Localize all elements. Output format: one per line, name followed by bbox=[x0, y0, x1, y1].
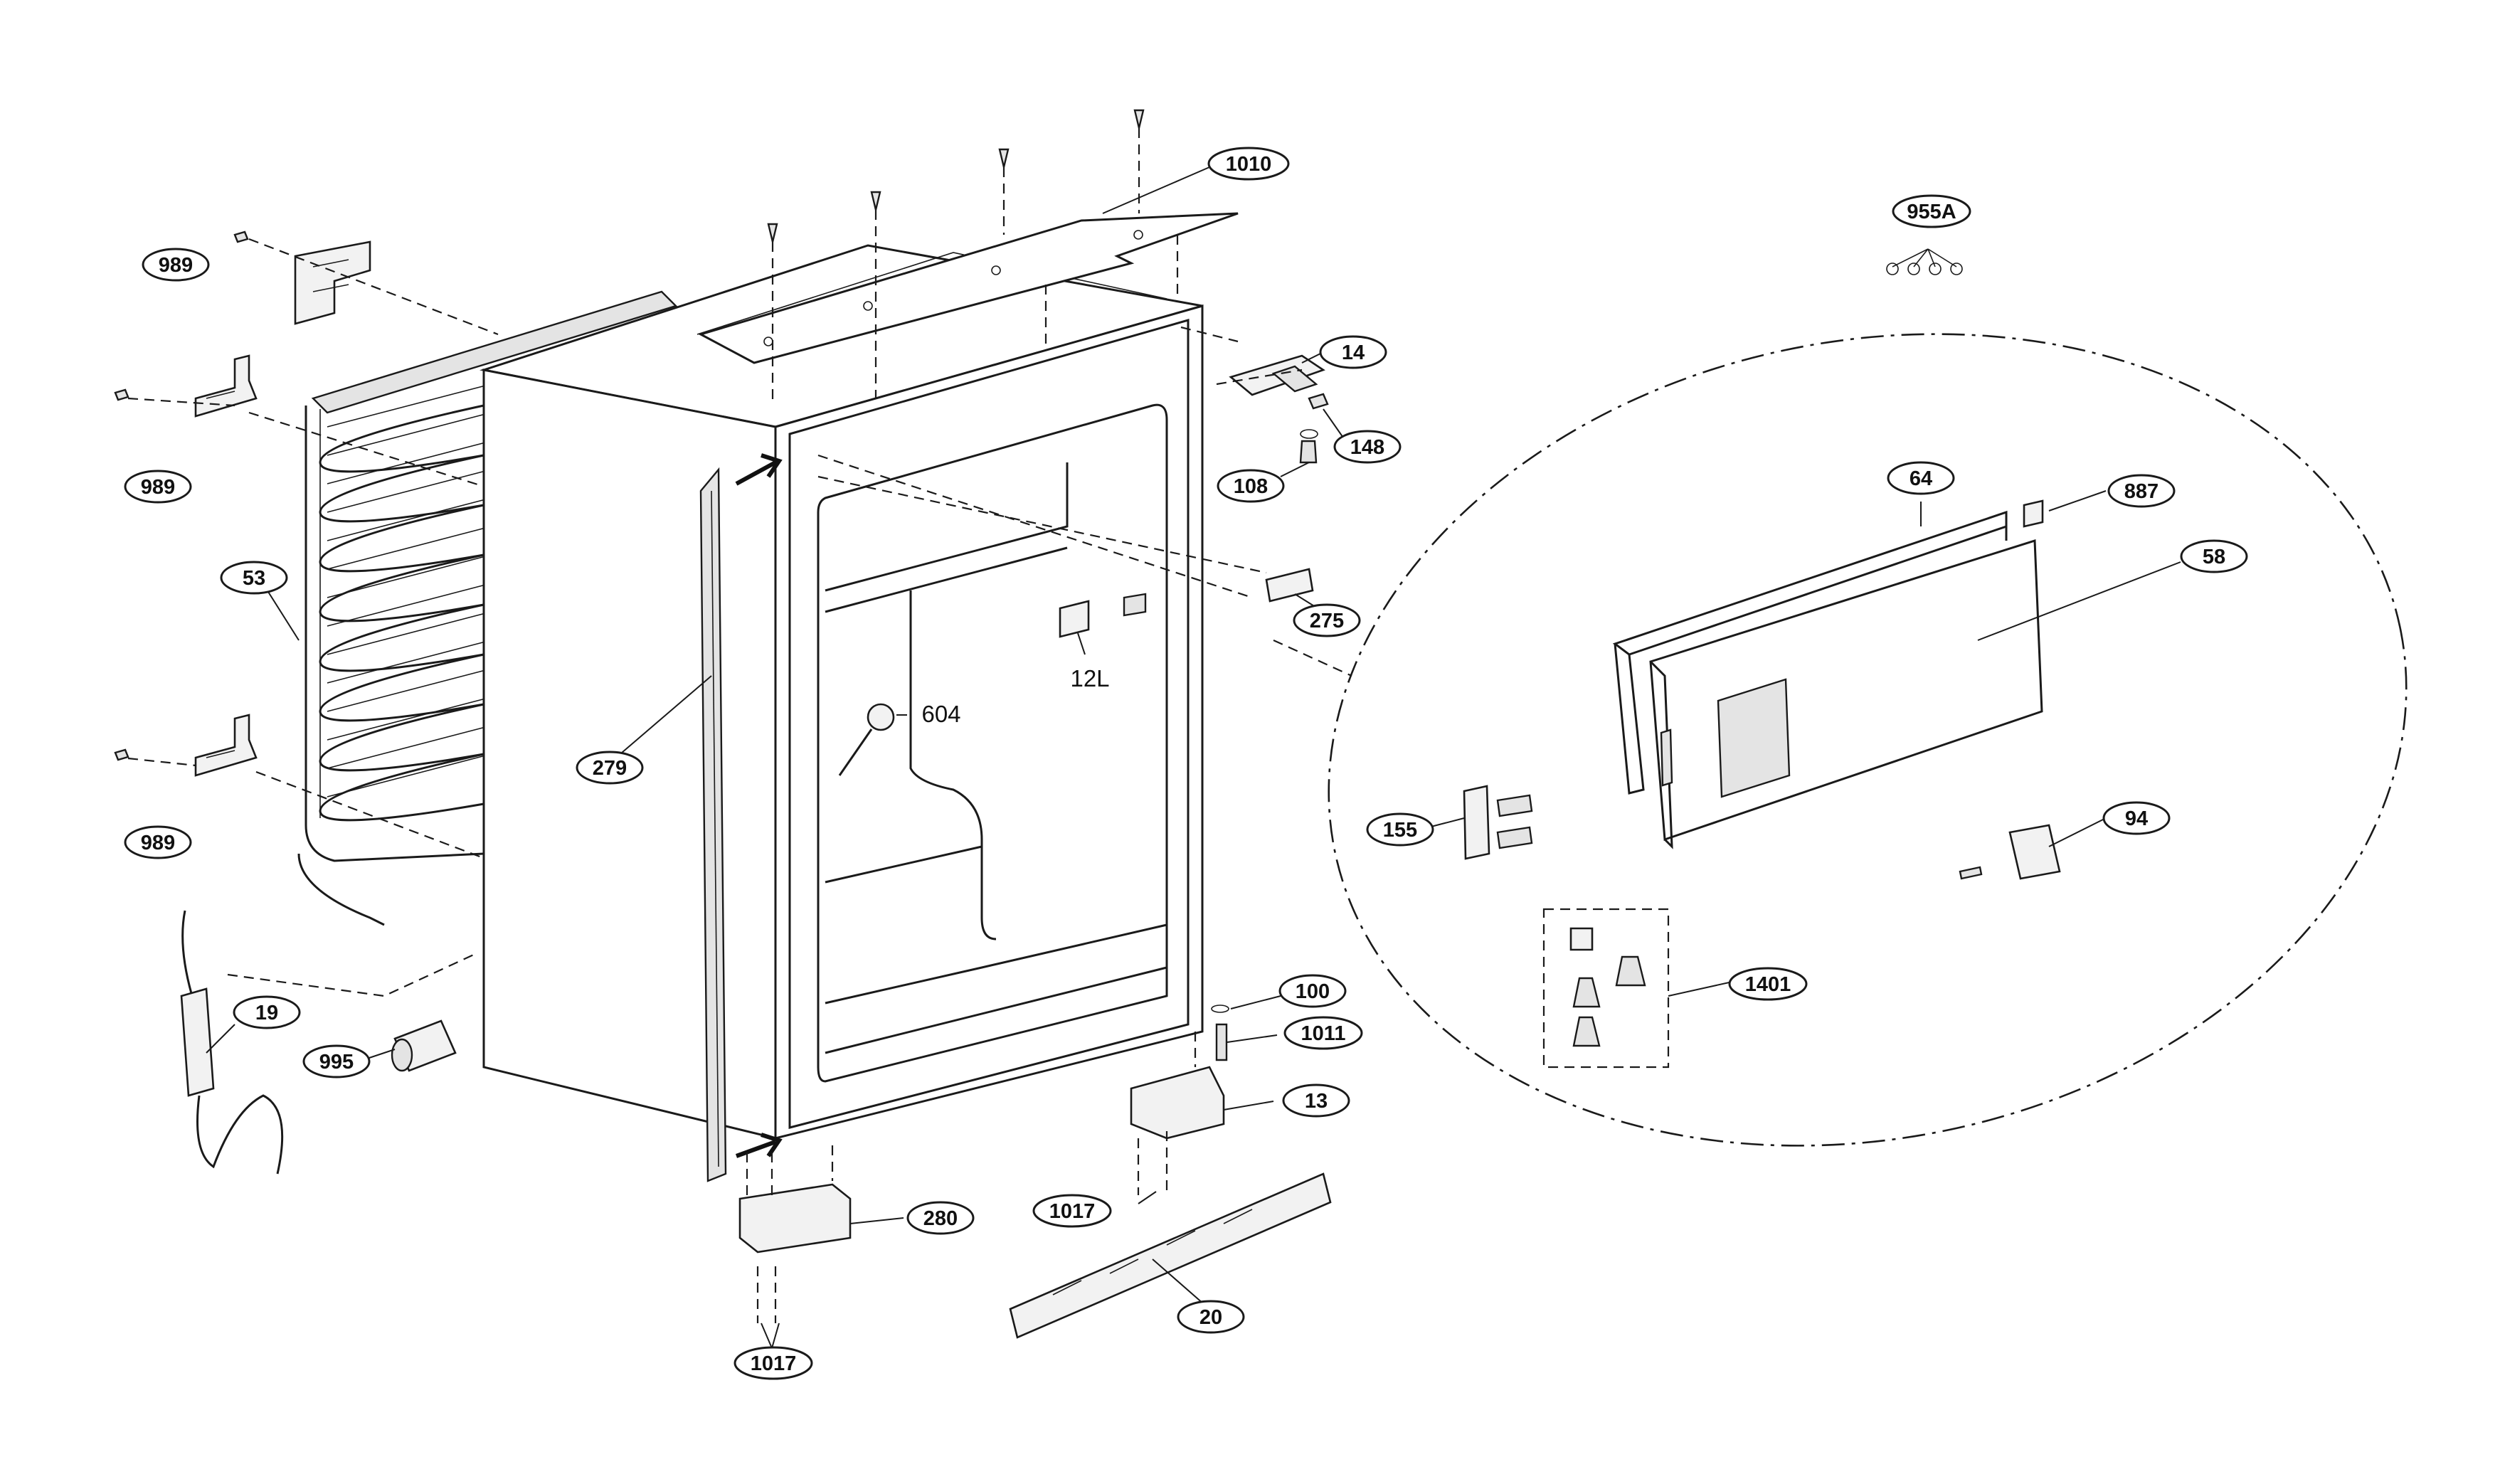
callout-989-a: 989 bbox=[142, 248, 210, 282]
part-155 bbox=[1463, 785, 1533, 860]
svg-text:94: 94 bbox=[2125, 807, 2148, 830]
svg-text:279: 279 bbox=[593, 757, 627, 780]
svg-text:995: 995 bbox=[319, 1051, 354, 1074]
svg-text:53: 53 bbox=[243, 567, 265, 590]
callout-14: 14 bbox=[1319, 335, 1387, 369]
part-100 bbox=[1211, 1005, 1229, 1013]
part-148 bbox=[1308, 393, 1329, 410]
part-280 bbox=[738, 1183, 852, 1254]
part-13-hinge bbox=[1130, 1066, 1225, 1140]
svg-text:64: 64 bbox=[1910, 467, 1932, 490]
svg-text:955A: 955A bbox=[1907, 201, 1956, 223]
top-plate bbox=[698, 212, 1239, 364]
part-955A bbox=[1886, 248, 1963, 275]
cabinet-body bbox=[480, 244, 1204, 1140]
callout-275: 275 bbox=[1293, 603, 1361, 637]
callout-887: 887 bbox=[2107, 474, 2176, 508]
svg-text:989: 989 bbox=[141, 832, 175, 854]
label-604: 604 bbox=[921, 701, 960, 727]
svg-text:19: 19 bbox=[255, 1002, 278, 1024]
svg-text:58: 58 bbox=[2203, 546, 2225, 568]
svg-text:14: 14 bbox=[1342, 341, 1365, 364]
door-panel-58 bbox=[1649, 539, 2043, 849]
part-275 bbox=[1265, 568, 1314, 603]
switch-12L bbox=[1059, 593, 1147, 638]
callout-20: 20 bbox=[1177, 1300, 1245, 1334]
svg-text:887: 887 bbox=[2124, 480, 2159, 503]
part-108 bbox=[1299, 429, 1318, 464]
door-assembly-outline bbox=[1328, 333, 2408, 1147]
svg-text:1401: 1401 bbox=[1745, 973, 1791, 996]
screw-989-b bbox=[114, 388, 129, 401]
svg-text:100: 100 bbox=[1296, 980, 1330, 1003]
callout-280: 280 bbox=[906, 1201, 975, 1235]
svg-text:108: 108 bbox=[1234, 475, 1268, 498]
part-19-sensor bbox=[180, 910, 284, 1175]
svg-text:989: 989 bbox=[159, 254, 193, 277]
callout-64: 64 bbox=[1887, 461, 1955, 495]
callout-1017-b: 1017 bbox=[733, 1346, 813, 1380]
svg-text:20: 20 bbox=[1199, 1306, 1222, 1329]
callout-58: 58 bbox=[2180, 539, 2248, 573]
part-995 bbox=[391, 1019, 457, 1072]
callout-955A: 955A bbox=[1892, 194, 1971, 228]
part-887 bbox=[2023, 499, 2044, 528]
screw-989-a bbox=[233, 230, 249, 243]
condenser-bracket-low bbox=[194, 714, 258, 777]
callout-1401: 1401 bbox=[1728, 967, 1808, 1001]
callout-989-b: 989 bbox=[124, 470, 192, 504]
bulb-604 bbox=[838, 703, 895, 776]
callout-100: 100 bbox=[1278, 974, 1347, 1008]
svg-text:989: 989 bbox=[141, 476, 175, 499]
callout-279: 279 bbox=[576, 751, 644, 785]
svg-text:1017: 1017 bbox=[751, 1352, 797, 1375]
label-12L: 12L bbox=[1070, 665, 1109, 691]
callout-155: 155 bbox=[1366, 812, 1434, 847]
screw-989-c bbox=[114, 748, 129, 761]
svg-text:1010: 1010 bbox=[1226, 153, 1272, 176]
door-gasket-64 bbox=[1612, 510, 2008, 795]
callout-94: 94 bbox=[2102, 801, 2171, 835]
part-1011 bbox=[1215, 1023, 1228, 1061]
callout-19: 19 bbox=[233, 995, 301, 1029]
svg-text:1017: 1017 bbox=[1049, 1200, 1096, 1223]
svg-text:13: 13 bbox=[1305, 1090, 1328, 1113]
callout-995: 995 bbox=[302, 1044, 371, 1078]
part-94 bbox=[1959, 824, 2061, 880]
callout-108: 108 bbox=[1217, 469, 1285, 503]
svg-text:1011: 1011 bbox=[1301, 1022, 1346, 1045]
svg-text:155: 155 bbox=[1383, 819, 1417, 842]
condenser-bracket-top bbox=[294, 240, 371, 325]
callout-1010: 1010 bbox=[1207, 147, 1290, 181]
part-14 bbox=[1229, 354, 1325, 396]
door-seal-strip bbox=[699, 467, 727, 1182]
callout-1017-a: 1017 bbox=[1032, 1194, 1112, 1228]
callout-989-c: 989 bbox=[124, 825, 192, 859]
condenser-bracket-mid bbox=[194, 354, 258, 418]
callout-1011: 1011 bbox=[1283, 1016, 1363, 1050]
svg-text:280: 280 bbox=[923, 1207, 958, 1230]
part-20-rail bbox=[1009, 1172, 1332, 1339]
callout-13: 13 bbox=[1282, 1083, 1350, 1118]
callout-148: 148 bbox=[1333, 430, 1402, 464]
top-screws bbox=[767, 109, 1179, 406]
callout-53: 53 bbox=[220, 561, 288, 595]
svg-text:275: 275 bbox=[1310, 610, 1344, 632]
condenser-coil bbox=[297, 290, 678, 926]
part-1401-kit bbox=[1542, 908, 1670, 1069]
svg-text:148: 148 bbox=[1350, 436, 1384, 459]
